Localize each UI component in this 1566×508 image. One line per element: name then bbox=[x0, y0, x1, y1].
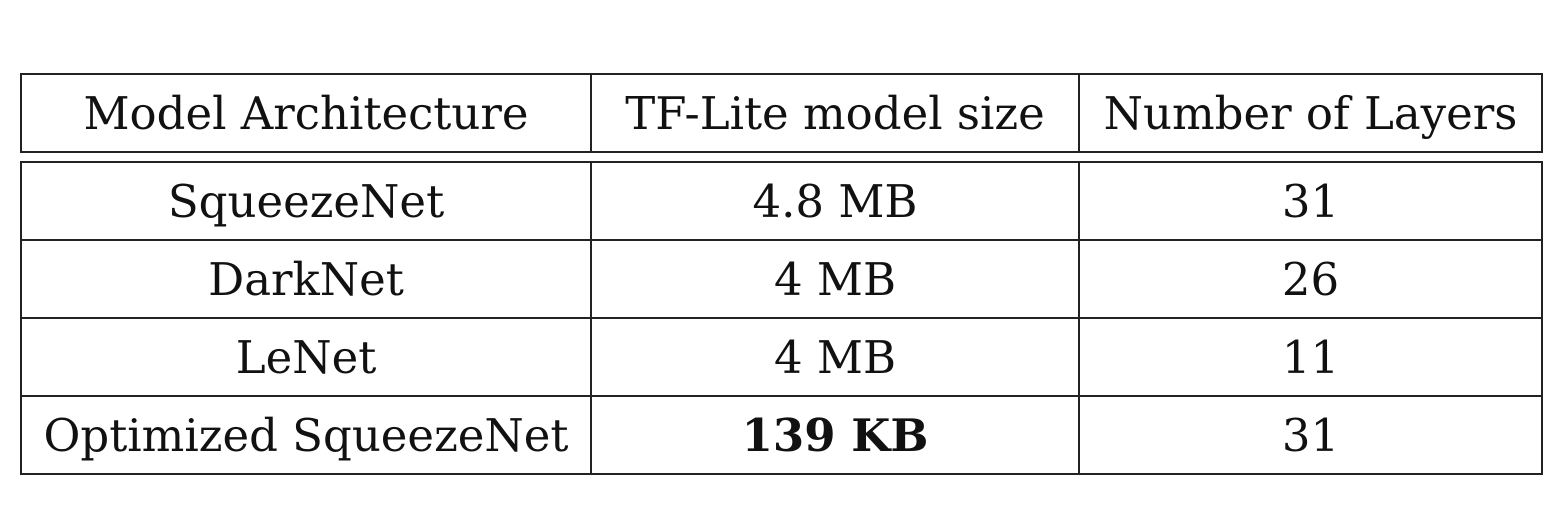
cell-size: 4 MB bbox=[590, 239, 1080, 319]
header-row: Model Architecture TF-Lite model size Nu… bbox=[20, 73, 1543, 153]
table-body: SqueezeNet 4.8 MB 31 DarkNet 4 MB 26 LeN… bbox=[20, 151, 1543, 475]
header-separator bbox=[21, 151, 1542, 163]
table-row: Optimized SqueezeNet 139 KB 31 bbox=[20, 395, 1543, 475]
cell-model: SqueezeNet bbox=[20, 161, 592, 241]
cell-model: DarkNet bbox=[20, 239, 592, 319]
cell-layers: 11 bbox=[1078, 317, 1543, 397]
table-row: DarkNet 4 MB 26 bbox=[20, 239, 1543, 319]
header-model-size: TF-Lite model size bbox=[590, 73, 1080, 153]
cell-size: 4.8 MB bbox=[590, 161, 1080, 241]
cell-size: 4 MB bbox=[590, 317, 1080, 397]
comparison-table-container: Model Architecture TF-Lite model size Nu… bbox=[20, 73, 1543, 475]
cell-layers: 31 bbox=[1078, 161, 1543, 241]
double-rule-gap bbox=[21, 151, 1542, 163]
cell-layers: 26 bbox=[1078, 239, 1543, 319]
cell-model: LeNet bbox=[20, 317, 592, 397]
cell-model: Optimized SqueezeNet bbox=[20, 395, 592, 475]
table-row: SqueezeNet 4.8 MB 31 bbox=[20, 161, 1543, 241]
table-row: LeNet 4 MB 11 bbox=[20, 317, 1543, 397]
table-header: Model Architecture TF-Lite model size Nu… bbox=[20, 73, 1543, 153]
model-comparison-table: Model Architecture TF-Lite model size Nu… bbox=[20, 73, 1543, 475]
header-number-of-layers: Number of Layers bbox=[1078, 73, 1543, 153]
header-model-architecture: Model Architecture bbox=[20, 73, 592, 153]
cell-layers: 31 bbox=[1078, 395, 1543, 475]
cell-size-highlighted: 139 KB bbox=[590, 395, 1080, 475]
